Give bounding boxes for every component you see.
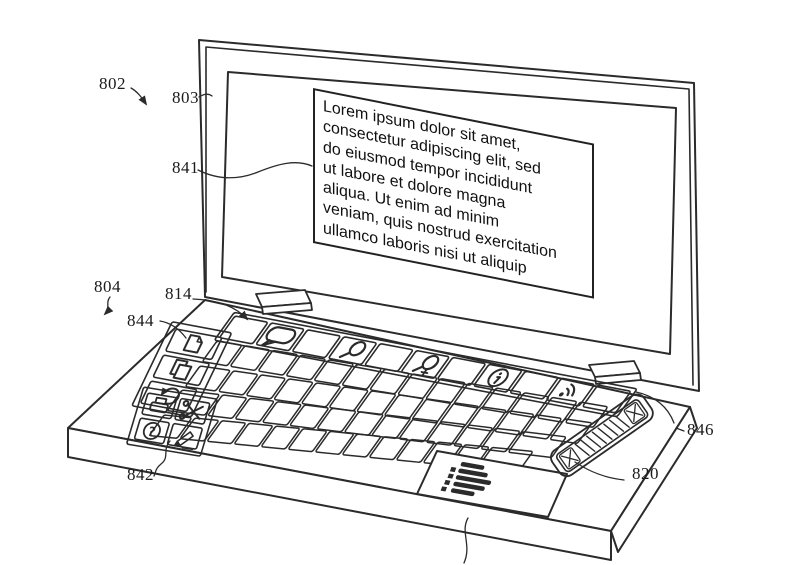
ref-label-846: 846 [687,420,714,439]
wifi-icon [558,384,579,399]
key-wifi [546,378,595,406]
key-document [165,329,222,360]
key-blank [437,357,486,385]
scrubber-outer-border [547,391,656,480]
info-icon [484,368,511,387]
key-speech-bubble [256,323,305,351]
hinge-left [256,290,312,314]
ref-label-820: 820 [632,464,659,483]
scrubber-hatch [575,413,629,458]
ref-label-803: 803 [172,88,199,107]
ref-label-842: 842 [127,465,154,484]
leader-lines [103,88,684,480]
leader-844 [160,321,186,338]
ref-label-844: 844 [127,311,154,330]
key-blank [292,330,341,358]
magnifier-icon [340,340,368,360]
bullet-list-glyph [440,462,492,497]
key-magnifier [328,337,377,365]
scrubber-strip [547,391,656,480]
ref-label-804: 804 [94,277,121,296]
scrubber-end-cross-left [559,447,581,470]
key-row-2 [185,366,592,443]
key-blank [510,371,559,399]
copy-icon [169,360,193,380]
magnifier-plus-icon [411,354,441,376]
key-info [474,364,523,392]
scrubber-inner [555,398,649,473]
corner-group-border [127,387,218,456]
corner-icon-group: ? [127,387,218,456]
printer-icon [150,397,170,413]
svg-text:?: ? [146,423,157,439]
key-blank [365,344,414,372]
lid-edge-inner-line [206,47,693,385]
touchbar-border [214,312,637,416]
trackpad [417,451,567,563]
ref-label-841: 841 [172,158,199,177]
key-copy [153,355,210,386]
leader-842 [154,441,170,476]
touchbar-row [214,312,637,416]
ref-label-814: 814 [165,284,192,303]
leader-802-arrow [131,88,148,106]
pencil-icon [174,430,197,449]
scrubber-end-cross-right [624,402,646,425]
key-scissors [175,398,210,424]
scissors-icon [179,401,204,422]
leader-846 [636,392,684,431]
help-icon: ? [142,422,162,441]
leader-814-arrow [193,299,249,321]
key-pencil [167,423,202,449]
speech-bubble-icon [260,326,299,349]
key-printer [142,393,177,419]
ref-label-802: 802 [99,74,126,93]
leader-804-arrow [103,297,114,316]
leader-841 [198,163,312,178]
leader-820 [575,462,624,480]
key-help [134,418,169,444]
key-blank [219,316,268,344]
trackpad-leader-line [464,518,468,563]
base-right-face [611,407,697,552]
leader-803 [199,94,212,97]
document-icon [184,335,205,353]
